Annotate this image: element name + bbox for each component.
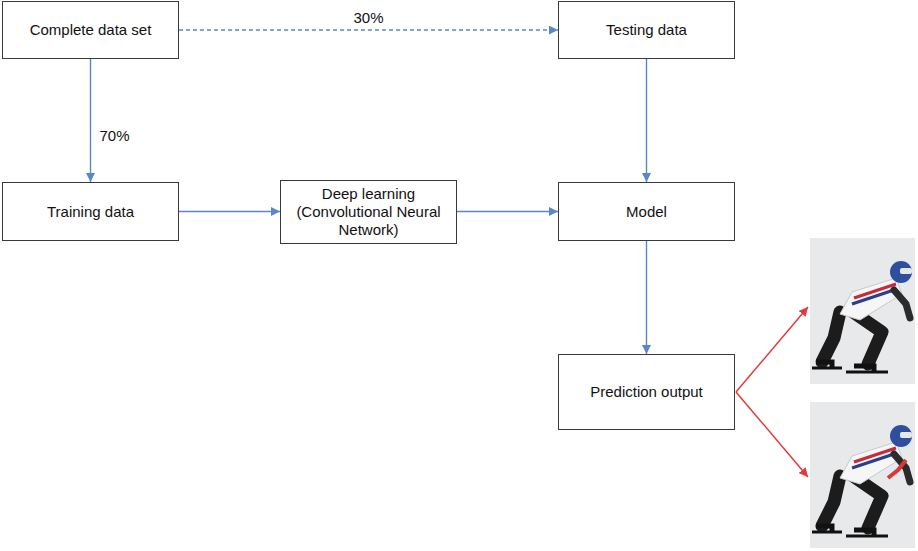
box-content: Training data <box>47 203 134 221</box>
box-label: Complete data set <box>30 21 152 39</box>
box-label: Model <box>626 203 667 221</box>
box-label: Training data <box>47 203 134 221</box>
connector-arrow <box>457 211 558 212</box>
pointer-arrow <box>736 392 808 477</box>
process-box: Model <box>558 182 735 241</box>
connector-arrow <box>179 29 558 30</box>
glove-mark <box>888 460 906 478</box>
box-content: Model <box>626 203 667 221</box>
box-content: Prediction output <box>590 383 703 401</box>
connector-arrow <box>646 241 647 354</box>
box-label: Prediction output <box>590 383 703 401</box>
connector-arrow <box>90 59 91 182</box>
skater-photo <box>810 238 915 384</box>
process-box: Deep learning (Convolutional Neural Netw… <box>280 180 457 244</box>
process-box: Testing data <box>558 1 735 59</box>
process-box: Training data <box>2 182 179 241</box>
box-content: Deep learning (Convolutional Neural Netw… <box>288 185 449 239</box>
box-content: Testing data <box>606 21 687 39</box>
pointer-arrow <box>736 307 808 392</box>
process-box: Prediction output <box>558 354 735 430</box>
skater-photo <box>810 402 915 548</box>
connector-arrow <box>179 211 280 212</box>
box-label: Testing data <box>606 21 687 39</box>
edge-label: 30% <box>350 9 386 26</box>
box-content: Complete data set <box>30 21 152 39</box>
edge-label: 70% <box>96 126 132 143</box>
process-box: Complete data set <box>2 1 179 59</box>
connector-arrow <box>646 59 647 182</box>
box-label: Deep learning (Convolutional Neural Netw… <box>288 185 449 239</box>
